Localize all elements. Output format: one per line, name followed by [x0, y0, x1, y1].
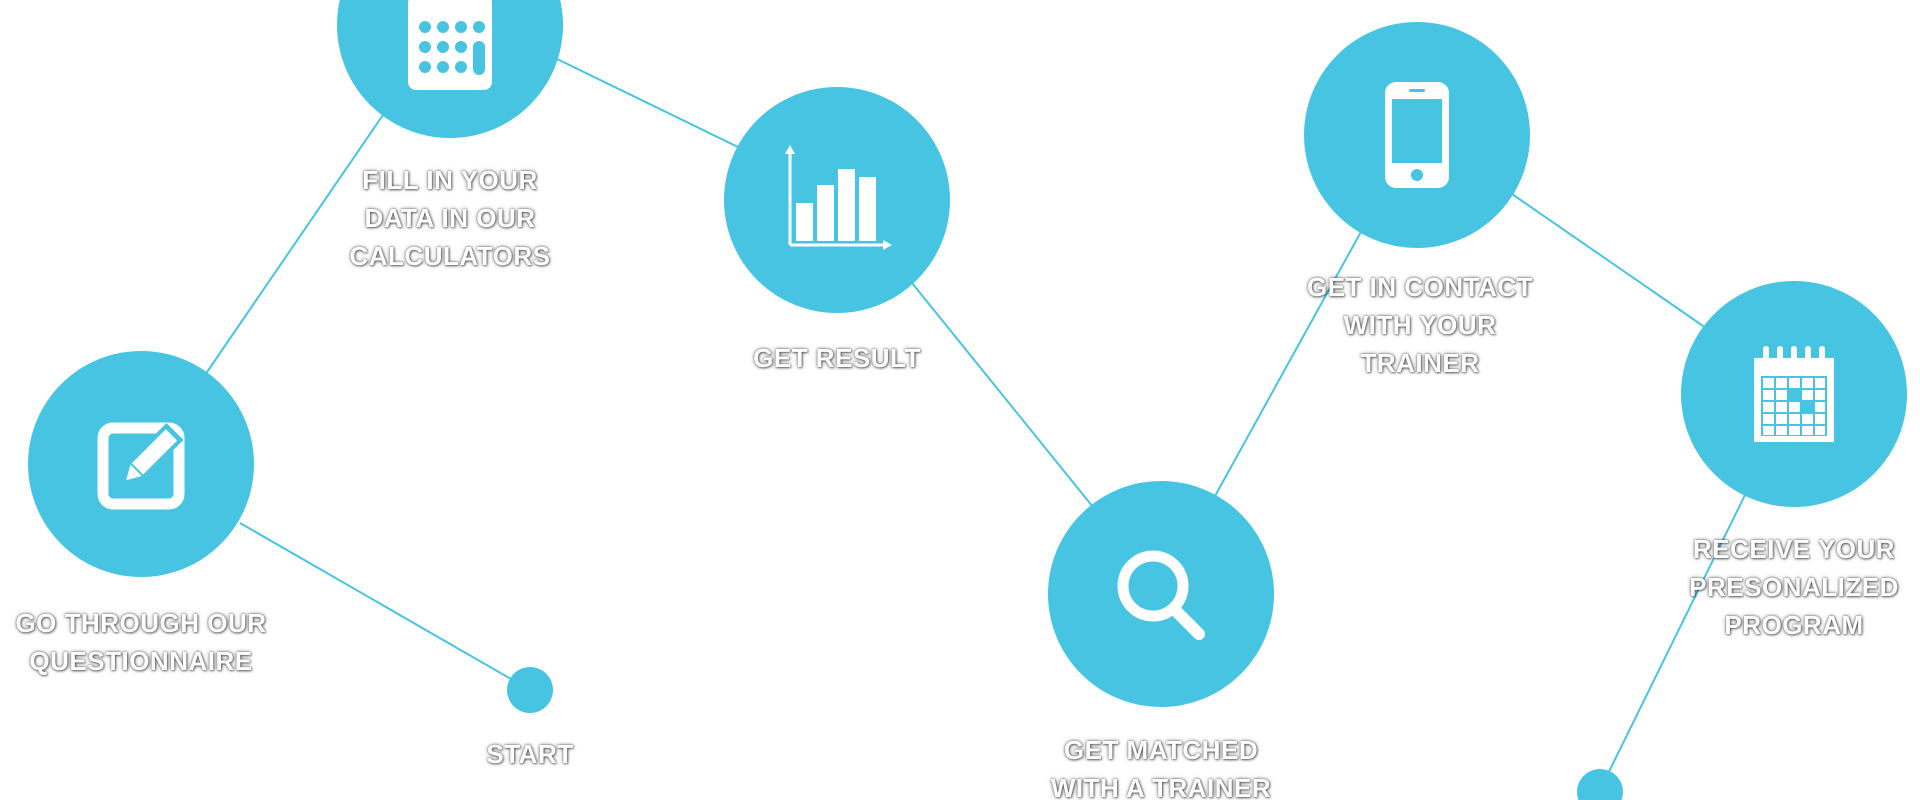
edit-icon: [97, 422, 185, 510]
connector-start-questionnaire: [239, 522, 531, 691]
bar-chart-icon: [785, 145, 892, 250]
start-label-text: START: [486, 739, 574, 769]
connector-results-matched: [911, 282, 1094, 508]
connector-matched-contact: [1214, 229, 1363, 497]
questionnaire-label: GO THROUGH OUR QUESTIONNAIRE: [0, 604, 286, 680]
calculators-label-line: FILL IN YOUR: [362, 165, 538, 195]
start-dot[interactable]: [507, 667, 553, 713]
step-matched[interactable]: [1048, 481, 1274, 707]
step-contact[interactable]: [1304, 22, 1530, 248]
matched-label-line: WITH A TRAINER: [1050, 773, 1272, 800]
results-label: GET RESULT: [692, 339, 982, 377]
matched-label: GET MATCHED WITH A TRAINER: [1016, 731, 1306, 800]
search-icon: [1117, 550, 1205, 640]
step-questionnaire[interactable]: [28, 351, 254, 577]
step-results[interactable]: [724, 87, 950, 313]
calculators-label: FILL IN YOUR DATA IN OUR CALCULATORS: [305, 161, 595, 275]
start-label: START: [385, 735, 675, 773]
phone-icon: [1385, 82, 1449, 188]
program-label-line: PRESONALIZED: [1689, 572, 1899, 602]
questionnaire-label-line: QUESTIONNAIRE: [29, 646, 253, 676]
program-label: RECEIVE YOUR PRESONALIZED PROGRAM: [1649, 530, 1920, 644]
matched-label-line: GET MATCHED: [1063, 735, 1259, 765]
calendar-icon: [1754, 346, 1834, 442]
calculator-icon: [408, 0, 492, 90]
contact-label-line: WITH YOUR: [1343, 310, 1497, 340]
connector-questionnaire-calculators: [204, 111, 386, 376]
end-dot[interactable]: [1577, 769, 1623, 800]
results-label-line: GET RESULT: [753, 343, 921, 373]
calculators-label-line: CALCULATORS: [349, 241, 551, 271]
connector-contact-program: [1511, 193, 1707, 329]
step-program[interactable]: [1681, 281, 1907, 507]
calculators-label-line: DATA IN OUR: [364, 203, 536, 233]
connector-program-end: [1599, 494, 1746, 791]
program-label-line: RECEIVE YOUR: [1692, 534, 1895, 564]
questionnaire-label-line: GO THROUGH OUR: [15, 608, 267, 638]
contact-label-line: TRAINER: [1360, 348, 1480, 378]
contact-label-line: GET IN CONTACT: [1306, 272, 1534, 302]
program-label-line: PROGRAM: [1724, 610, 1864, 640]
contact-label: GET IN CONTACT WITH YOUR TRAINER: [1275, 268, 1565, 382]
connector-calculators-results: [554, 57, 741, 149]
